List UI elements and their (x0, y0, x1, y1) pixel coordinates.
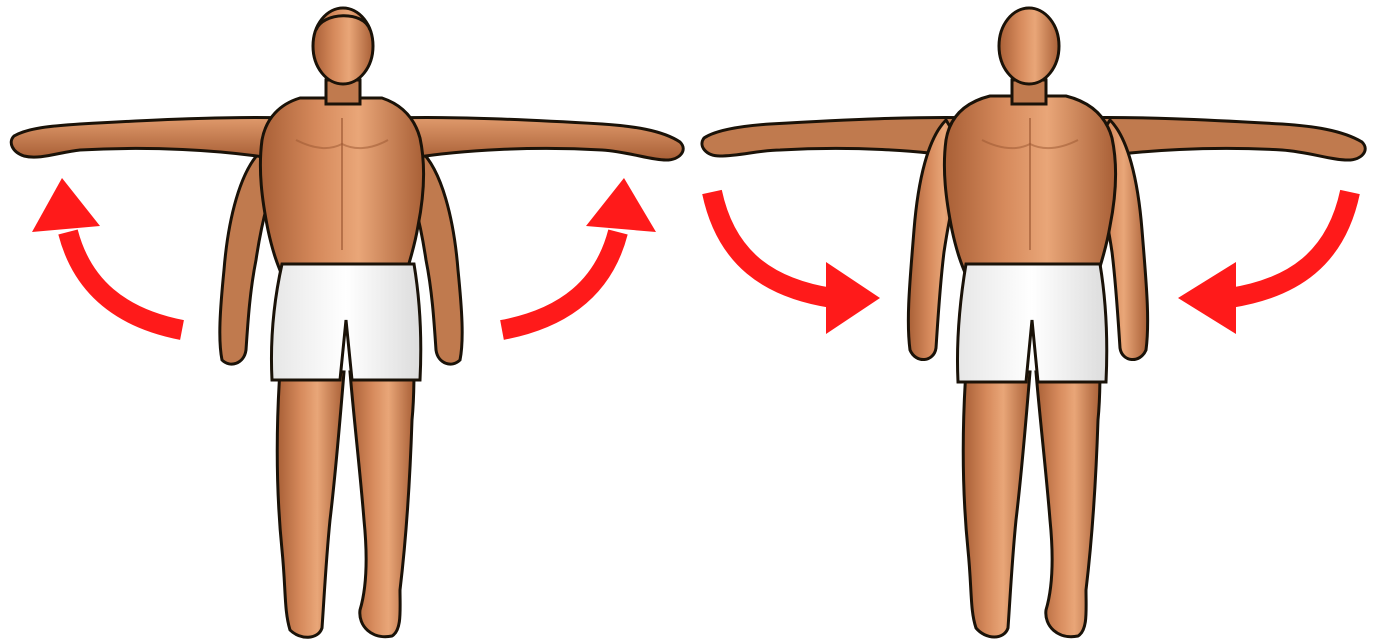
arrow-down-right-icon (712, 192, 880, 334)
torso (260, 98, 423, 280)
head (313, 8, 373, 104)
torso (944, 96, 1115, 280)
leg-left (277, 370, 344, 637)
arrow-up-right-icon (502, 178, 656, 330)
panel-adduction (702, 8, 1365, 637)
head (999, 8, 1059, 104)
arrow-up-left-icon (32, 178, 182, 330)
raised-arm-right (392, 117, 683, 160)
shorts (957, 264, 1106, 382)
leg-right (350, 370, 414, 637)
leg-left (963, 370, 1030, 637)
arrow-down-left-icon (1178, 192, 1350, 334)
panel-abduction (11, 8, 683, 637)
leg-right (1036, 370, 1100, 637)
shorts (271, 264, 420, 380)
raised-arm-left (11, 117, 290, 158)
